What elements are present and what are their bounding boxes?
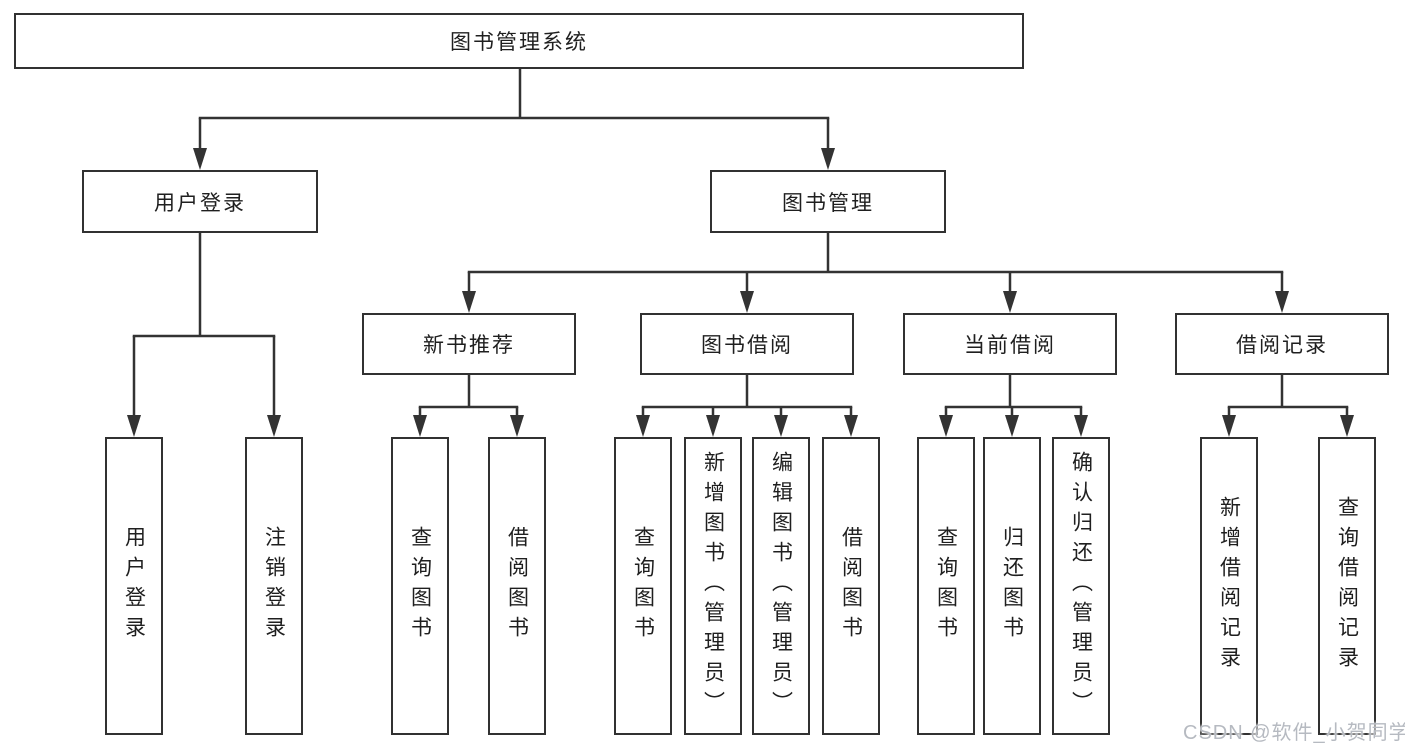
node-borrowing-records: 借阅记录	[1175, 313, 1389, 375]
node-label: 新增图书（管理员）	[701, 451, 725, 721]
leaf-records-query-record: 查询借阅记录	[1318, 437, 1376, 735]
node-new-book-recommendation: 新书推荐	[362, 313, 576, 375]
node-book-management-group: 图书管理	[710, 170, 946, 233]
leaf-recommend-query-book: 查询图书	[391, 437, 449, 735]
node-label: 确认归还（管理员）	[1069, 451, 1093, 721]
node-book-borrowing: 图书借阅	[640, 313, 854, 375]
node-label: 新书推荐	[423, 334, 515, 357]
node-label: 用户登录	[122, 526, 146, 646]
leaf-records-add-record: 新增借阅记录	[1200, 437, 1258, 735]
node-label: 编辑图书（管理员）	[769, 451, 793, 721]
leaf-borrowing-query-book: 查询图书	[614, 437, 672, 735]
leaf-borrowing-add-book-admin: 新增图书（管理员）	[684, 437, 742, 735]
node-label: 借阅图书	[839, 526, 863, 646]
node-label: 归还图书	[1000, 526, 1024, 646]
node-label: 注销登录	[262, 526, 286, 646]
node-current-borrowing: 当前借阅	[903, 313, 1117, 375]
node-label: 借阅图书	[505, 526, 529, 646]
leaf-current-query-book: 查询图书	[917, 437, 975, 735]
node-label: 查询图书	[934, 526, 958, 646]
node-label: 图书管理系统	[450, 31, 588, 54]
node-label: 图书管理	[782, 191, 874, 215]
leaf-recommend-borrow-book: 借阅图书	[488, 437, 546, 735]
node-user-login-group: 用户登录	[82, 170, 318, 233]
node-label: 新增借阅记录	[1217, 496, 1241, 676]
node-label: 查询图书	[408, 526, 432, 646]
leaf-borrowing-edit-book-admin: 编辑图书（管理员）	[752, 437, 810, 735]
node-label: 用户登录	[154, 191, 246, 215]
csdn-watermark: CSDN @软件_小贺同学	[1183, 722, 1405, 744]
leaf-borrowing-borrow-book: 借阅图书	[822, 437, 880, 735]
node-label: 查询借阅记录	[1335, 496, 1359, 676]
leaf-current-return-book: 归还图书	[983, 437, 1041, 735]
node-label: 借阅记录	[1236, 334, 1328, 357]
node-library-management-system: 图书管理系统	[14, 13, 1024, 69]
node-label: 查询图书	[631, 526, 655, 646]
node-label: 当前借阅	[964, 334, 1056, 357]
leaf-logout: 注销登录	[245, 437, 303, 735]
node-label: 图书借阅	[701, 334, 793, 357]
leaf-current-confirm-return-admin: 确认归还（管理员）	[1052, 437, 1110, 735]
leaf-user-login: 用户登录	[105, 437, 163, 735]
